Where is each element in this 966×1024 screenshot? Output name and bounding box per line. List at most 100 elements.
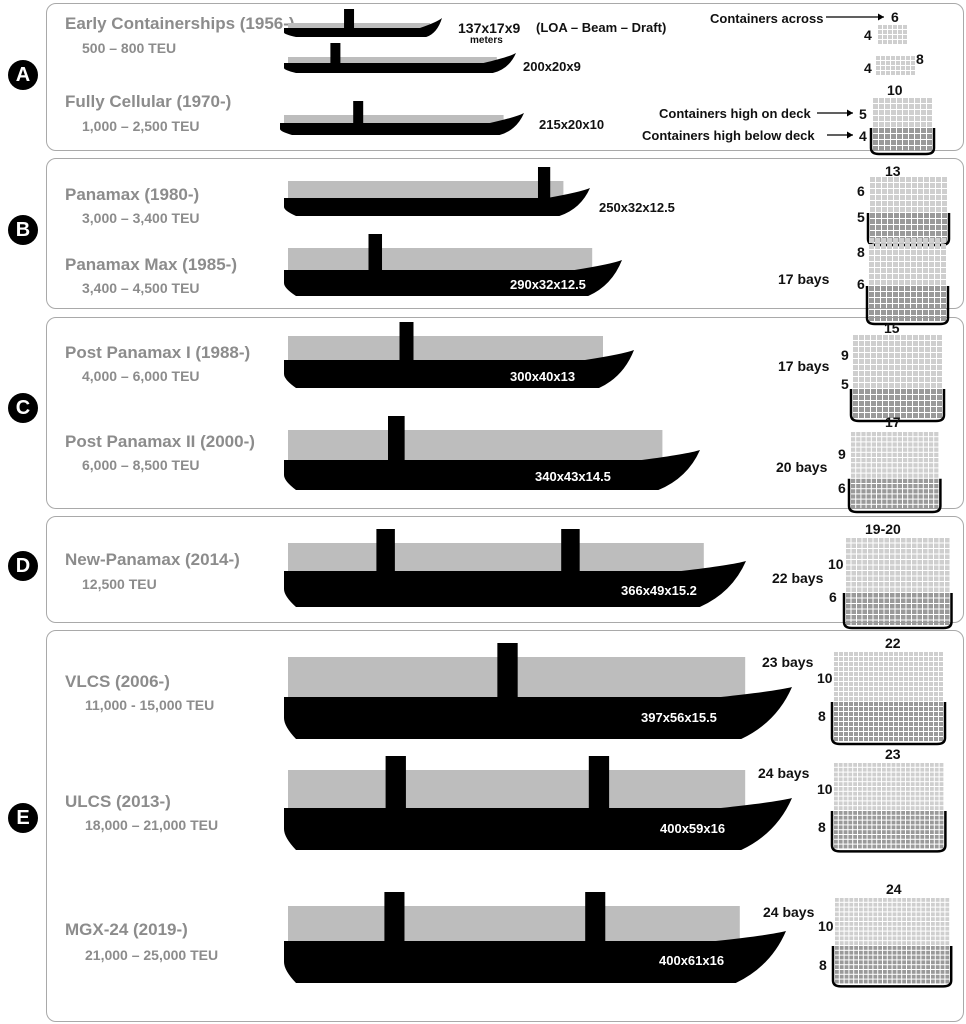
container-cell	[862, 835, 867, 839]
container-cell	[911, 250, 916, 255]
container-cell	[871, 341, 876, 346]
container-cell	[889, 389, 894, 394]
container-cell	[869, 687, 873, 691]
container-cell	[897, 463, 902, 468]
container-cell	[934, 452, 939, 457]
container-cell	[838, 815, 843, 820]
container-cell	[859, 960, 863, 965]
container-cell	[934, 662, 938, 666]
container-cell	[899, 304, 904, 309]
container-cell	[898, 35, 902, 39]
container-cell	[895, 335, 900, 340]
units-label: meters	[470, 35, 503, 46]
container-cell	[925, 787, 929, 791]
container-cell	[839, 687, 843, 691]
container-cell	[934, 565, 939, 570]
container-cell	[875, 268, 880, 273]
container-cell	[905, 310, 910, 315]
container-cell	[935, 955, 940, 960]
container-cell	[883, 965, 887, 969]
container-cell	[917, 587, 922, 592]
container-cell	[863, 950, 868, 955]
container-cell	[906, 777, 910, 782]
container-cell	[859, 722, 863, 726]
container-cell	[895, 365, 900, 370]
container-cell	[853, 347, 858, 352]
container-cell	[869, 657, 873, 661]
container-cell	[878, 946, 882, 950]
container-cell	[839, 737, 843, 741]
container-cell	[853, 777, 857, 782]
container-cell	[929, 316, 934, 321]
container-cell	[883, 936, 887, 941]
container-cell	[925, 335, 930, 340]
container-cell	[945, 979, 950, 984]
container-cell	[863, 936, 868, 941]
container-cell	[901, 549, 906, 554]
container-cell	[857, 538, 862, 543]
container-cell	[886, 844, 891, 849]
container-cell	[913, 395, 918, 400]
container-cell	[843, 839, 848, 844]
container-cell	[924, 702, 928, 706]
container-cell	[928, 554, 933, 559]
container-cell	[893, 298, 898, 303]
container-cell	[859, 371, 864, 376]
container-cell	[939, 782, 944, 786]
container-cell	[844, 912, 849, 917]
bridge-tower	[399, 322, 414, 360]
container-cell	[909, 732, 913, 736]
container-cell	[876, 66, 880, 70]
container-cell	[892, 468, 897, 473]
container-cell	[877, 844, 881, 849]
container-cell	[912, 593, 917, 598]
container-cell	[941, 298, 946, 303]
container-cell	[915, 767, 920, 772]
container-cell	[925, 395, 930, 400]
container-cell	[904, 682, 908, 686]
container-cell	[924, 219, 929, 224]
container-cell	[879, 657, 883, 661]
container-cell	[838, 791, 843, 796]
container-cell	[869, 737, 873, 741]
container-cell	[873, 110, 878, 115]
container-cell	[856, 447, 861, 452]
ship-name: VLCS (2006-)	[65, 672, 170, 691]
container-cell	[901, 609, 906, 614]
container-cell	[849, 979, 854, 984]
container-cell	[835, 907, 839, 912]
container-cell	[929, 687, 933, 691]
container-cell	[914, 717, 918, 721]
bridge-tower	[376, 529, 395, 571]
container-cell	[838, 782, 843, 786]
container-cell	[945, 931, 950, 936]
container-cell	[934, 777, 939, 782]
container-cell	[910, 767, 915, 772]
container-cell	[939, 657, 943, 661]
container-cell	[928, 609, 933, 614]
container-cell	[912, 219, 917, 224]
container-cell	[867, 820, 872, 825]
dims-label: 300x40x13	[510, 369, 576, 384]
container-cell	[939, 662, 943, 666]
container-cell	[930, 207, 935, 212]
container-cell	[940, 965, 945, 969]
container-cell	[905, 238, 910, 243]
container-cell	[865, 347, 870, 352]
container-cell	[868, 560, 873, 565]
container-cell	[890, 554, 895, 559]
container-cell	[889, 383, 894, 388]
ship-name: Early Containerships (1956-)	[65, 14, 295, 33]
container-cell	[894, 697, 898, 701]
container-cell	[890, 549, 895, 554]
container-cell	[901, 538, 906, 543]
container-cell	[899, 652, 903, 656]
container-cell	[862, 796, 867, 801]
container-cell	[871, 473, 876, 478]
container-cell	[834, 815, 838, 820]
container-cell	[896, 825, 901, 830]
container-cell	[897, 447, 902, 452]
container-cell	[884, 727, 888, 731]
container-cell	[864, 727, 868, 731]
container-cell	[879, 587, 884, 592]
